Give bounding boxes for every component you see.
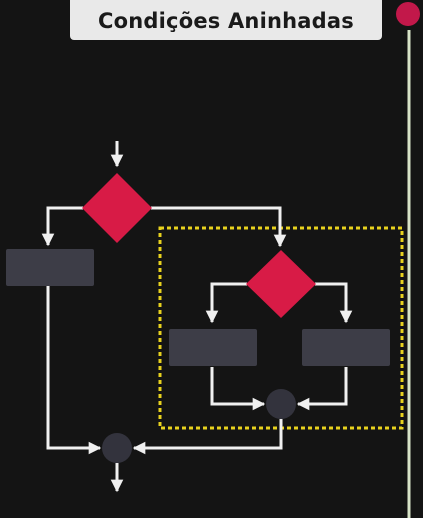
inner-decision-diamond [246,250,316,318]
inner-right-connector [315,282,353,324]
outer-merge-junction [102,433,132,463]
inner-right-process-box [302,329,390,366]
outer-false-process-box [6,249,94,286]
inner-left-merge-connector [210,367,266,411]
outer-left-merge-connector [46,286,102,455]
inner-right-merge-connector [296,367,348,411]
outer-right-merge-connector [132,419,283,455]
inner-left-process-box [169,329,257,366]
inner-left-connector [205,282,247,324]
outer-true-connector [151,206,287,248]
title-banner: Condições Aninhadas [70,0,382,40]
outer-false-connector [41,206,83,247]
slide-title: Condições Aninhadas [98,9,354,33]
inner-merge-junction [266,389,296,419]
outer-decision-diamond [82,173,152,243]
record-dot-icon [396,2,420,26]
